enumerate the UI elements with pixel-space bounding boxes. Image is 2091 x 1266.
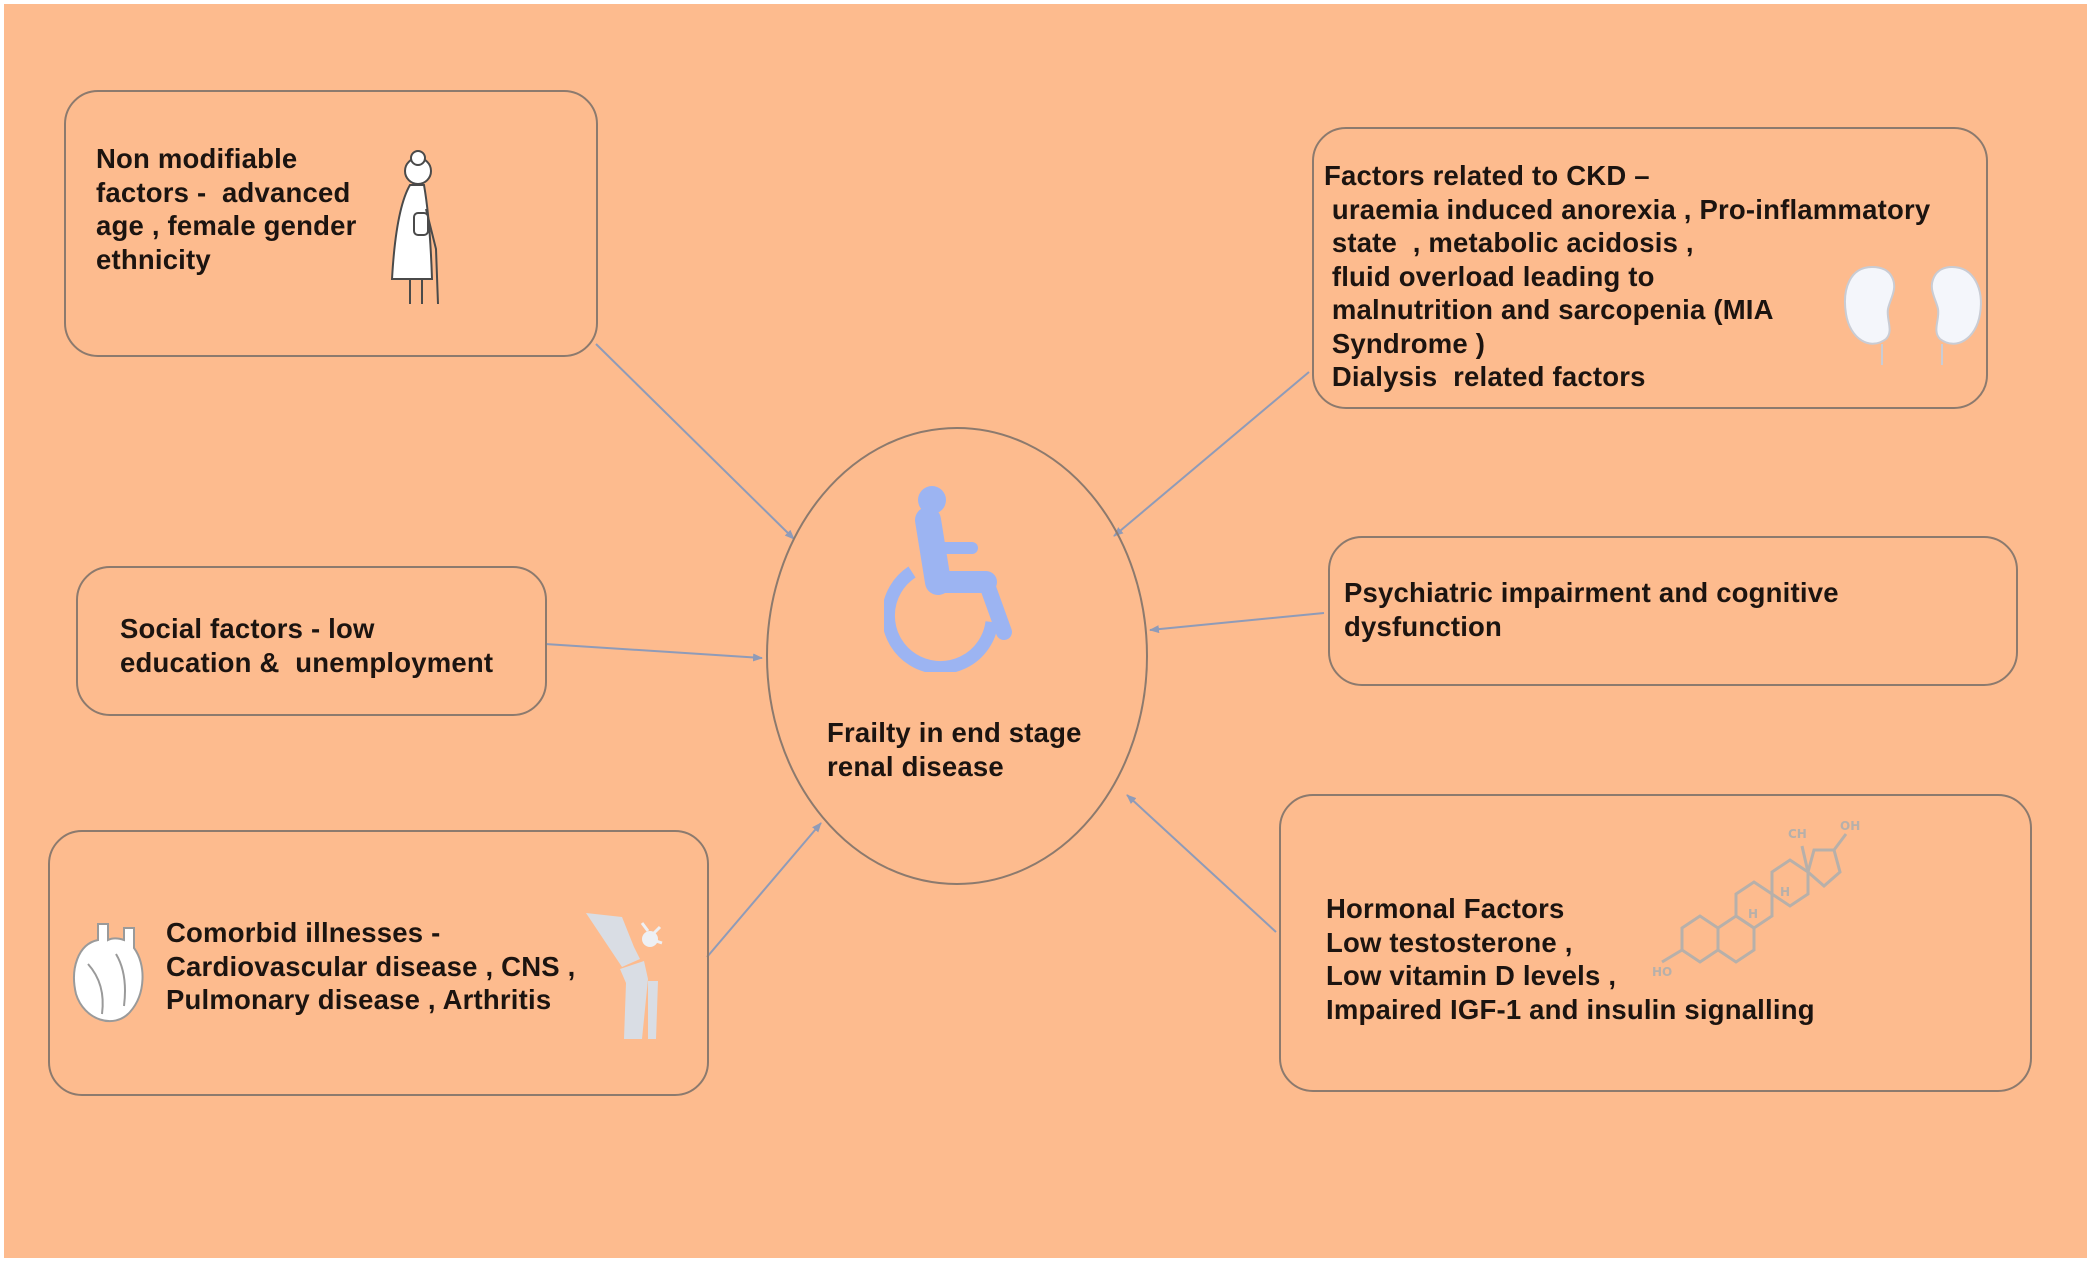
diagram-canvas: Non modifiable factors - advanced age , …	[4, 4, 2087, 1258]
svg-text:OH: OH	[1840, 819, 1860, 833]
knee-joint-icon	[586, 913, 663, 1039]
svg-text:H: H	[1780, 885, 1790, 899]
center-ellipse	[766, 427, 1148, 885]
wheelchair-icon	[884, 486, 1012, 672]
psychiatric-box	[1328, 536, 2018, 686]
social-factors-box	[76, 566, 547, 716]
heart-icon	[73, 923, 144, 1022]
arrow-non-modifiable	[595, 343, 795, 540]
hormonal-factors-box	[1279, 794, 2032, 1092]
social-factors-text: Social factors - low education & unemplo…	[120, 613, 494, 678]
arrow-comorbid	[706, 822, 822, 958]
non-modifiable-factors-text: Non modifiable factors - advanced age , …	[96, 143, 357, 275]
comorbid-illnesses-text: Comorbid illnesses - Cardiovascular dise…	[166, 917, 576, 1015]
center-label: Frailty in end stage renal disease	[827, 717, 1082, 782]
svg-text:HO: HO	[1652, 965, 1672, 979]
steroid-molecule-icon: HO CH OH H H	[1652, 819, 1860, 979]
svg-text:H: H	[1748, 907, 1758, 921]
ckd-factors-text: Factors related to CKD – uraemia induced…	[1324, 160, 1931, 392]
arrow-social	[544, 643, 763, 662]
connector-layer	[544, 343, 1325, 958]
non-modifiable-factors-box	[64, 90, 598, 357]
svg-text:CH: CH	[1788, 827, 1807, 841]
psychiatric-text: Psychiatric impairment and cognitive dys…	[1344, 577, 1839, 642]
arrow-psychiatric	[1149, 612, 1325, 634]
kidneys-icon	[1844, 265, 1982, 365]
arrow-ckd	[1113, 371, 1310, 537]
ckd-factors-box	[1312, 127, 1988, 409]
arrow-hormonal	[1126, 794, 1277, 933]
comorbid-illnesses-box	[48, 830, 709, 1096]
elderly-woman-icon	[390, 150, 439, 305]
hormonal-factors-text: Hormonal Factors Low testosterone , Low …	[1326, 893, 1815, 1025]
